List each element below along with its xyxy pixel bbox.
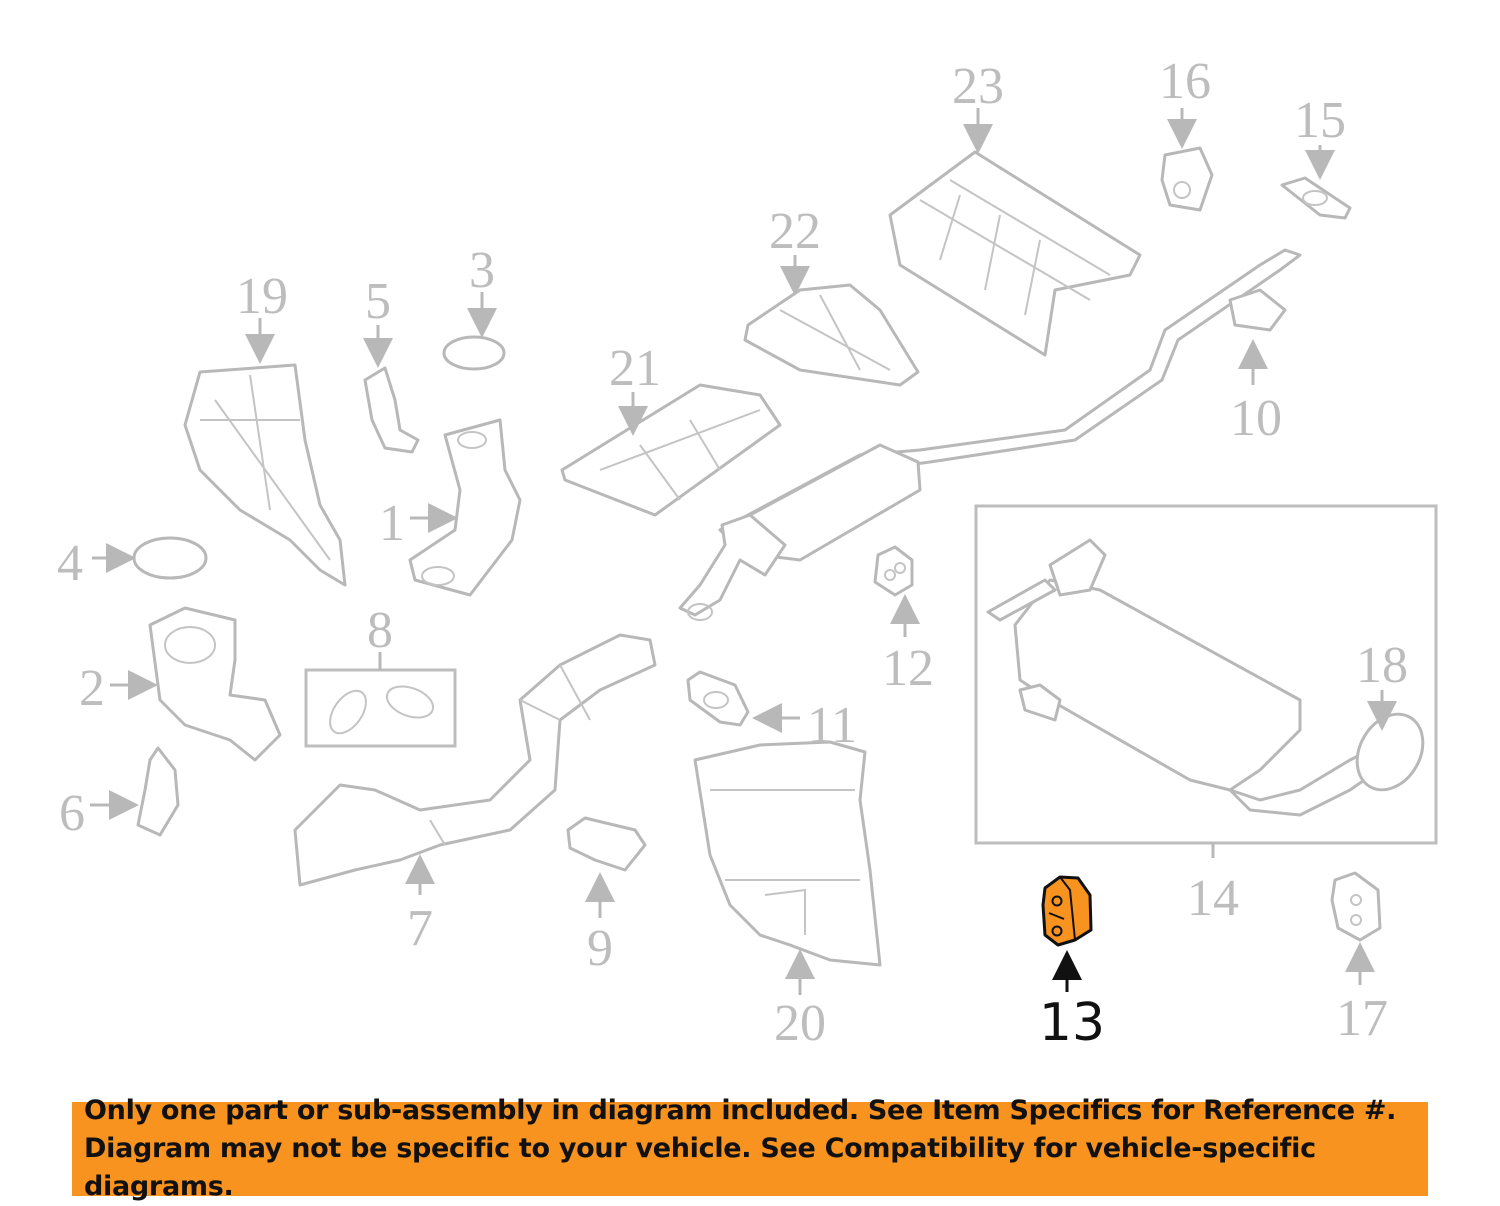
callout-16: 16 (1159, 53, 1211, 110)
exhaust-parts-diagram: 1 2 3 4 5 6 7 8 9 10 11 12 13 14 15 16 1… (57, 53, 1438, 1053)
callout-1: 1 (379, 495, 405, 552)
callout-17: 17 (1336, 990, 1388, 1047)
callout-10: 10 (1230, 390, 1282, 447)
disclaimer-banner: Only one part or sub-assembly in diagram… (72, 1095, 1428, 1202)
disclaimer-line-1: Only one part or sub-assembly in diagram… (84, 1095, 1397, 1126)
part-23-heat-shield[interactable] (888, 108, 1142, 357)
callout-19: 19 (236, 268, 288, 325)
callout-9: 9 (587, 920, 613, 977)
part-9-hanger[interactable] (566, 816, 647, 918)
callout-4: 4 (57, 535, 83, 592)
part-2-catalytic-converter[interactable] (110, 606, 282, 762)
callout-22: 22 (769, 203, 821, 260)
callout-13-highlighted: 13 (1039, 993, 1105, 1053)
part-22-heat-shield[interactable] (743, 255, 920, 387)
part-1-catalytic-converter[interactable] (408, 418, 522, 597)
part-center-muffler[interactable] (678, 443, 922, 621)
part-15-gasket[interactable] (1280, 145, 1352, 220)
callout-5: 5 (365, 273, 391, 330)
part-7-front-pipe[interactable] (293, 633, 657, 895)
callout-11: 11 (807, 697, 857, 754)
part-19-heat-shield[interactable] (183, 318, 347, 587)
callout-20: 20 (774, 995, 826, 1052)
callout-3: 3 (469, 242, 495, 299)
callout-8: 8 (367, 602, 393, 659)
part-4-gasket[interactable] (92, 536, 208, 580)
part-13-hanger-highlighted[interactable] (1041, 875, 1093, 992)
part-20-heat-shield[interactable] (693, 740, 882, 995)
callout-14: 14 (1187, 870, 1239, 927)
callout-18: 18 (1356, 637, 1408, 694)
part-8-gasket-set[interactable] (304, 652, 457, 748)
part-5-bracket[interactable] (363, 325, 420, 454)
disclaimer-line-2: Diagram may not be specific to your vehi… (84, 1133, 1316, 1202)
callout-7: 7 (407, 900, 433, 957)
callout-23: 23 (952, 58, 1004, 115)
callout-21: 21 (609, 340, 661, 397)
part-16-hanger[interactable] (1160, 108, 1214, 212)
callout-15: 15 (1294, 92, 1346, 149)
callout-12: 12 (882, 640, 934, 697)
part-3-gasket[interactable] (442, 292, 506, 371)
part-6-bracket[interactable] (90, 746, 180, 837)
part-12-hanger[interactable] (873, 545, 920, 637)
part-14-rear-muffler-assembly[interactable] (974, 504, 1438, 858)
callout-6: 6 (59, 785, 85, 842)
part-17-hanger[interactable] (1330, 871, 1382, 985)
part-11-gasket[interactable] (686, 670, 800, 733)
part-21-heat-shield[interactable] (560, 383, 782, 517)
callout-2: 2 (79, 660, 105, 717)
